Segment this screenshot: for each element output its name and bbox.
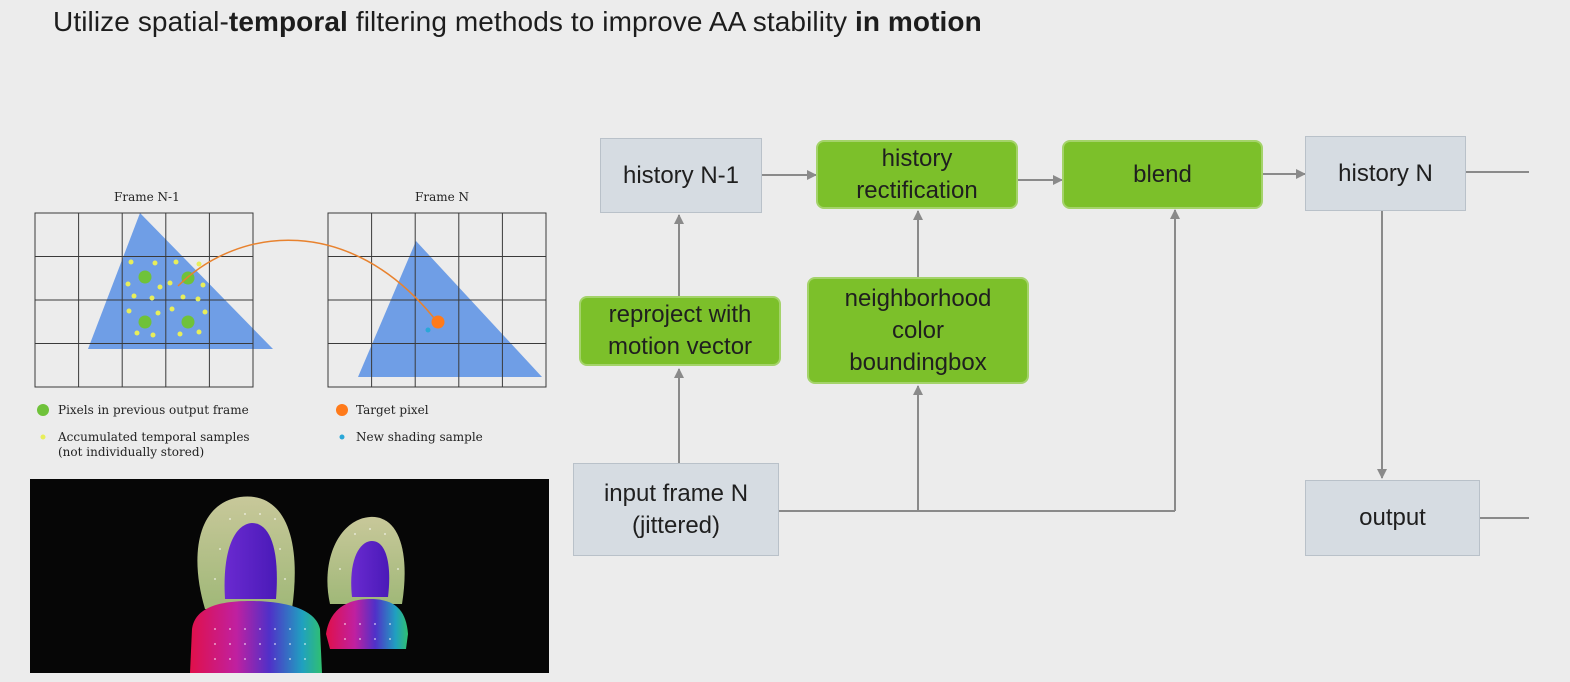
neighborhood-line3: boundingbox <box>849 348 987 376</box>
legend-green-dot <box>37 404 49 416</box>
new-sample-dot <box>425 327 431 333</box>
legend-target-pixel: Target pixel <box>356 403 429 417</box>
input-line1: input frame N <box>603 479 749 507</box>
history-rect-line2: rectification <box>856 176 978 204</box>
neighborhood-box: neighborhood color boundingbox <box>807 277 1029 384</box>
title-text-1: Utilize spatial- <box>53 6 229 37</box>
legend-blue-dot <box>339 434 345 440</box>
output-box: output <box>1305 480 1480 556</box>
legend-accumulated-text: Accumulated temporal samples <box>58 430 250 444</box>
blend-label: blend <box>1133 160 1192 188</box>
slide-title: Utilize spatial-temporal filtering metho… <box>53 6 982 38</box>
legend-accumulated: Accumulated temporal samples (not indivi… <box>58 430 250 460</box>
history-rect-line1: history <box>881 144 953 172</box>
reproject-line1: reproject with <box>608 301 752 328</box>
accumulated-sample-dots <box>125 259 208 338</box>
history-n-label: history N <box>1338 159 1433 187</box>
legend-new-sample: New shading sample <box>356 430 483 444</box>
title-bold-temporal: temporal <box>228 6 348 37</box>
history-prev-box: history N-1 <box>600 138 762 213</box>
motion-vector-visualization <box>30 479 549 673</box>
legend-accumulated-note: (not individually stored) <box>58 445 205 459</box>
frame-prev-label: Frame N-1 <box>114 190 180 204</box>
title-bold-motion: in motion <box>854 6 982 37</box>
history-rectification-box: history rectification <box>816 140 1018 209</box>
frame-curr-grid <box>327 212 547 388</box>
reprojection-illustration <box>34 212 547 440</box>
reproject-line2: motion vector <box>607 333 753 360</box>
blend-box: blend <box>1062 140 1263 209</box>
legend-yellow-dot <box>40 434 46 440</box>
neighborhood-line2: color <box>891 316 945 344</box>
frame-prev-triangle <box>88 213 273 349</box>
title-text-2: filtering methods to improve AA stabilit… <box>347 6 855 37</box>
input-line2: (jittered) <box>631 511 721 539</box>
legend-orange-dot <box>336 404 348 416</box>
frame-prev-grid <box>34 212 273 388</box>
frame-curr-label: Frame N <box>415 190 470 204</box>
motion-arc <box>177 239 435 319</box>
neighborhood-line1: neighborhood <box>844 284 992 312</box>
legend-pixels-prev: Pixels in previous output frame <box>58 403 249 417</box>
reproject-box: reproject with motion vector <box>579 296 781 366</box>
target-pixel-dot <box>431 315 445 329</box>
motion-vector-figure <box>190 496 408 673</box>
output-label: output <box>1359 504 1426 531</box>
history-prev-label: history N-1 <box>622 161 740 189</box>
history-n-box: history N <box>1305 136 1466 211</box>
input-frame-box: input frame N (jittered) <box>573 463 779 556</box>
